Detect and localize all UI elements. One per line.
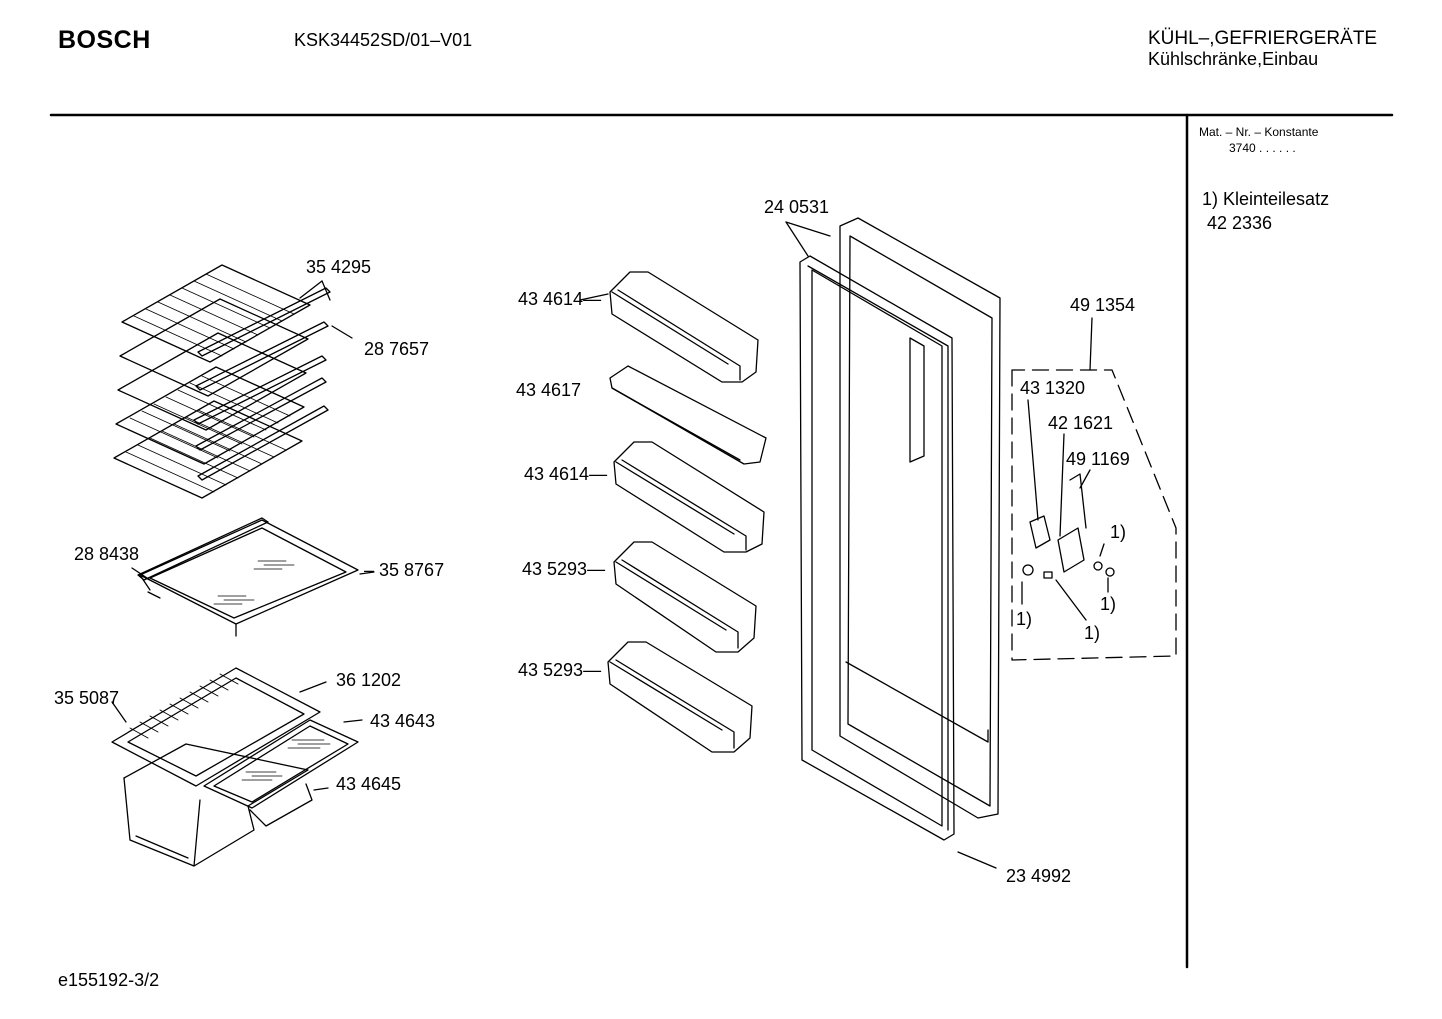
material-number-label: Mat. – Nr. – Konstante <box>1199 125 1319 139</box>
part-label-434645: 43 4645 <box>336 774 401 794</box>
wire-shelf-stack <box>113 264 331 499</box>
part-label-434614-middle: 43 4614— <box>524 464 607 484</box>
model-number: KSK34452SD/01–V01 <box>294 30 473 50</box>
part-label-434643: 43 4643 <box>370 711 435 731</box>
part-label-354295: 35 4295 <box>306 257 371 277</box>
category-title: KÜHL–,GEFRIERGERÄTE <box>1148 28 1378 49</box>
part-label-358767: – 35 8767 <box>364 560 444 580</box>
part-label-287657: 28 7657 <box>364 339 429 359</box>
note-ref-1b: 1) <box>1100 594 1116 614</box>
note-ref-1c: 1) <box>1016 609 1032 629</box>
part-label-434614-top: 43 4614— <box>518 289 601 309</box>
part-label-435293-a: 43 5293— <box>522 559 605 579</box>
part-label-355087: 35 5087 <box>54 688 119 708</box>
part-label-361202: 36 1202 <box>336 670 401 690</box>
part-label-431320: 43 1320 <box>1020 378 1085 398</box>
part-label-240531: 24 0531 <box>764 197 829 217</box>
leader-lines <box>111 221 1109 869</box>
part-label-288438: 28 8438 <box>74 544 139 564</box>
glass-shelf <box>137 517 359 637</box>
door-balconies <box>607 271 767 753</box>
category-subtitle: Kühlschränke,Einbau <box>1148 49 1319 69</box>
part-label-491169: 49 1169 <box>1066 449 1130 469</box>
part-label-234992: 23 4992 <box>1006 866 1071 886</box>
note-ref-1d: 1) <box>1084 623 1100 643</box>
brand-logo: BOSCH <box>58 26 151 54</box>
note-ref-1a: 1) <box>1110 522 1126 542</box>
small-parts-number: 42 2336 <box>1207 213 1273 233</box>
material-number-value: 3740 . . . . . . <box>1229 141 1296 155</box>
hinge-kit-group <box>1011 369 1177 661</box>
part-label-421621: 42 1621 <box>1048 413 1113 433</box>
drawing-id: e155192-3/2 <box>58 970 160 990</box>
crisper-assembly <box>111 667 359 867</box>
door-gasket <box>799 255 955 841</box>
part-label-435293-b: 43 5293— <box>518 660 601 680</box>
door-panel <box>839 217 1001 819</box>
part-label-434617: 43 4617 <box>516 380 581 400</box>
small-parts-note: 1) Kleinteilesatz <box>1202 189 1330 209</box>
part-label-491354: 49 1354 <box>1070 295 1135 315</box>
